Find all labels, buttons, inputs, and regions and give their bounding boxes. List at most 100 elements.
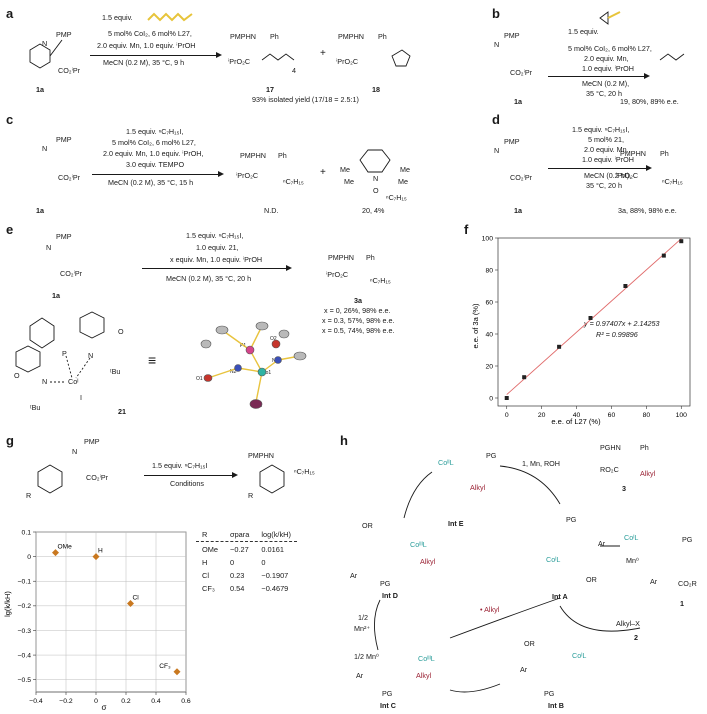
alkyl-d-h: Alkyl — [420, 557, 436, 566]
y-tick-label: 60 — [485, 299, 493, 306]
aryl-ring-g — [37, 464, 63, 494]
co-iii-d: CoᴵᴵᴵL — [410, 540, 427, 549]
product-pmphn-d: PMPHN — [620, 149, 646, 158]
reaction-arrow-c — [92, 171, 224, 177]
complex-o-1: O — [118, 327, 124, 336]
ro2c-label: RO₂C — [600, 465, 619, 474]
point-label: Cl — [133, 595, 140, 602]
complex-tbu-1: ᵗBu — [110, 367, 121, 376]
alkenyl-chain — [261, 53, 295, 61]
cond-c-1: 1.5 equiv. ⁿC₇H₁₅I, — [126, 127, 184, 136]
complex-n-1: N — [88, 351, 94, 360]
co-i-right: CoᴵL — [624, 533, 639, 542]
reductant-top: 1, Mn, ROH — [522, 459, 560, 468]
cond-d-3: 2.0 equiv. Mn, — [584, 145, 629, 154]
y-tick-label: −0.1 — [18, 579, 32, 586]
x-tick-label: 0 — [94, 698, 98, 705]
cond-d-6: 35 °C, 20 h — [586, 181, 623, 190]
cond-c-4: 3.0 equiv. TEMPO — [126, 160, 185, 169]
product-ester: ⁱPrO₂C — [228, 57, 251, 66]
carbon-atom — [215, 325, 229, 335]
product-18-label: 18 — [372, 85, 380, 94]
pg-1: PG — [682, 535, 693, 544]
carbon-atom — [293, 351, 307, 361]
table-header: log(k/kH) — [261, 530, 291, 539]
x-tick-label: 0.4 — [151, 698, 161, 705]
tempo-me-3: Me — [400, 165, 410, 174]
phosphorus-atom — [245, 345, 255, 355]
substrate-n: N — [42, 39, 48, 48]
panel-g-label: g — [6, 433, 14, 448]
cond-b-3: 1.0 equiv. ⁱPrOH — [582, 64, 634, 73]
fit-r2: R² = 0.99896 — [596, 330, 638, 339]
ar-d: Ar — [350, 571, 358, 580]
cond-d-5: MeCN (0.2 M), — [584, 171, 632, 180]
y-tick-label: 100 — [482, 235, 494, 242]
x-tick-label: −0.2 — [59, 698, 73, 705]
y-tick-label: 0 — [27, 554, 31, 561]
ar-1: Ar — [650, 577, 658, 586]
yield-note: 93% isolated yield (17/18 = 2.5:1) — [252, 95, 359, 104]
plus-sign-c: + — [320, 167, 326, 178]
alkyl-e-h: Alkyl — [470, 483, 486, 492]
panel-c-label: c — [6, 112, 14, 127]
cond-e-4: MeCN (0.2 M), 35 °C, 20 h — [166, 274, 252, 283]
cyclopentyl-ring — [391, 49, 411, 67]
substrate-structure-a — [29, 39, 63, 69]
alkyl-e: ⁿC₇H₁₅ — [370, 276, 391, 285]
alkyl-radical: • Alkyl — [480, 605, 500, 614]
table-cell: 0.54 — [230, 584, 245, 593]
x-tick-label: 60 — [608, 412, 616, 419]
cond-c-2: 5 mol% CoI₂, 6 mol% L27, — [112, 138, 196, 147]
cond-d-1: 1.5 equiv. ⁿC₇H₁₅I, — [572, 125, 630, 134]
aryl-ring-g-product — [259, 464, 285, 494]
x-tick-label: 80 — [643, 412, 651, 419]
table-cell: 0 — [261, 558, 266, 567]
mn0-half: 1/2 Mn⁰ — [354, 652, 379, 661]
catalytic-cycle-arrows — [374, 465, 641, 693]
conditions-g: Conditions — [170, 479, 204, 488]
y-tick-label: 80 — [485, 267, 493, 274]
co-i-a: CoᴵL — [546, 555, 561, 564]
cycle-arrow-a-to-radical — [449, 597, 561, 639]
alkyl-d: ⁿC₇H₁₅ — [662, 177, 683, 186]
alkyl-x: Alkyl–X — [616, 619, 640, 628]
cycle-arrow-e-to-a — [499, 465, 561, 505]
coordination-bond — [75, 357, 91, 379]
tempo-ring — [359, 149, 391, 173]
cycle-arrow-b-to-c — [449, 683, 501, 693]
int-e-label: Int E — [448, 519, 464, 528]
reagent-equiv: 1.5 equiv. — [102, 13, 133, 22]
substrate-r-g: R — [26, 491, 32, 500]
panel-a-label: a — [6, 6, 14, 21]
mn-half: 1/2 — [358, 613, 368, 622]
x-tick-label: 0.6 — [181, 698, 191, 705]
substrate-n-b: N — [494, 40, 500, 49]
substrate-ester-d: CO₂ⁱPr — [510, 173, 533, 182]
table-row: H 0 0 — [196, 556, 297, 569]
or-a: OR — [586, 575, 597, 584]
substrate-n-d: N — [494, 146, 500, 155]
aryl-ring — [29, 317, 55, 349]
product-ester-e: ⁱPrO₂C — [326, 270, 349, 279]
plot-frame — [497, 237, 691, 407]
substrate-n-e: N — [46, 243, 52, 252]
complex-co: Coᴵ — [68, 377, 79, 386]
data-point — [588, 316, 593, 320]
reaction-arrow-e — [142, 265, 292, 271]
substrate-ester-c: CO₂ⁱPr — [58, 173, 81, 182]
co2r-1: CO₂R — [678, 579, 697, 588]
plus-sign: + — [320, 48, 326, 59]
butenyl-chain — [659, 53, 685, 61]
atom-label-co1: Co1 — [262, 370, 272, 376]
aryl-ring — [15, 345, 41, 373]
x-tick-label: 0 — [505, 412, 509, 419]
or-b: OR — [524, 639, 535, 648]
product-r-g: R — [248, 491, 254, 500]
product-result-b: 19, 80%, 89% e.e. — [620, 97, 679, 106]
result-e-1: x = 0.3, 57%, 98% e.e. — [322, 316, 395, 325]
product-pmphn-2: PMPHN — [338, 32, 364, 41]
point-label: OMe — [58, 544, 73, 551]
